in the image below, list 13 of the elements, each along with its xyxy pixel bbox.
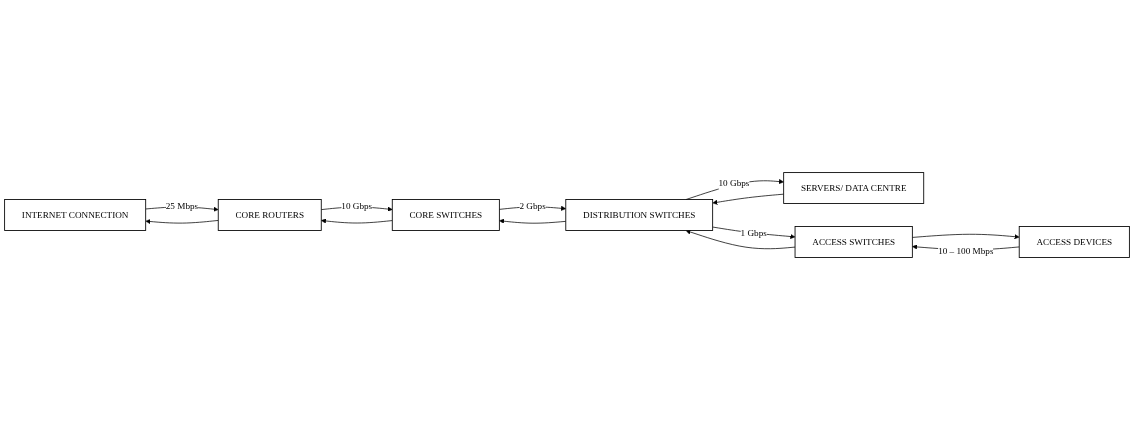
node-box: CORE SWITCHES xyxy=(391,199,500,231)
edge-label: 2 Gbps xyxy=(519,200,546,211)
edge-label: 10 Gbps xyxy=(718,178,750,189)
edge-label: 25 Mbps xyxy=(165,200,199,211)
node-box: SERVERS/ DATA CENTRE xyxy=(783,172,925,204)
edge-label: 10 – 100 Mbps xyxy=(938,245,994,256)
node-box: CORE ROUTERS xyxy=(217,199,322,231)
node-box: ACCESS DEVICES xyxy=(1018,226,1130,258)
node-box: INTERNET CONNECTION xyxy=(4,199,147,231)
edge-label: 10 Gbps xyxy=(341,200,373,211)
edge-label: 1 Gbps xyxy=(740,228,767,238)
node-box: ACCESS SWITCHES xyxy=(794,226,913,258)
node-box: DISTRIBUTION SWITCHES xyxy=(565,199,714,231)
